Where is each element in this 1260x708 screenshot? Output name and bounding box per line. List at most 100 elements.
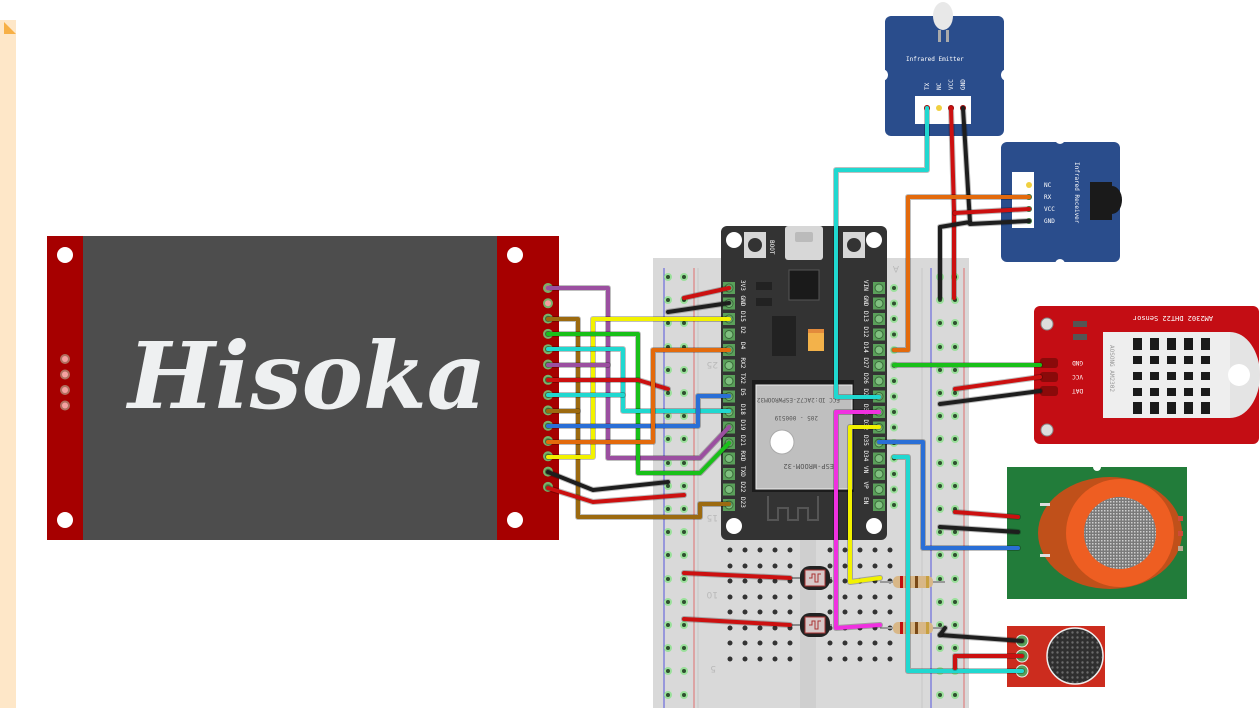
wire-ir-receiver-vcc[interactable]	[953, 207, 1031, 215]
photoresistor-2[interactable]	[792, 613, 832, 637]
bb-hole[interactable]	[757, 594, 763, 600]
bb-hole[interactable]	[857, 609, 863, 615]
bb-hole[interactable]	[887, 640, 893, 646]
bb-hole[interactable]	[757, 578, 763, 584]
bb-hole[interactable]	[727, 656, 733, 662]
bb-hole[interactable]	[757, 640, 763, 646]
wire-esp-gnd[interactable]	[666, 301, 731, 314]
note-marker[interactable]	[0, 20, 16, 708]
wire-ldr-1-vcc[interactable]	[682, 571, 792, 580]
bb-hole[interactable]	[827, 656, 833, 662]
bb-hole[interactable]	[757, 609, 763, 615]
bb-hole[interactable]	[757, 563, 763, 569]
bb-hole[interactable]	[787, 640, 793, 646]
bb-hole[interactable]	[842, 640, 848, 646]
bb-hole[interactable]	[727, 609, 733, 615]
wire-lcd-green[interactable]	[546, 332, 731, 475]
wire-ldr-2[interactable]	[834, 410, 882, 630]
bb-hole[interactable]	[772, 563, 778, 569]
bb-hole[interactable]	[872, 563, 878, 569]
bb-hole[interactable]	[857, 656, 863, 662]
bb-hole[interactable]	[827, 563, 833, 569]
dht22-pin[interactable]	[1040, 358, 1058, 368]
bb-hole[interactable]	[857, 640, 863, 646]
bb-hole[interactable]	[742, 547, 748, 553]
resistor-2[interactable]	[880, 622, 945, 634]
bb-hole[interactable]	[842, 609, 848, 615]
bb-hole[interactable]	[787, 594, 793, 600]
bb-hole[interactable]	[827, 640, 833, 646]
dht22-pin[interactable]	[1040, 372, 1058, 382]
bb-hole[interactable]	[842, 594, 848, 600]
wire-ir-emitter-vcc[interactable]	[949, 106, 956, 300]
bb-hole[interactable]	[887, 563, 893, 569]
wire-dht-gnd[interactable]	[938, 389, 1042, 406]
bb-hole[interactable]	[887, 656, 893, 662]
bb-hole[interactable]	[742, 578, 748, 584]
bb-hole[interactable]	[872, 609, 878, 615]
wire-ir-emitter-gnd[interactable]	[938, 106, 972, 300]
wire-res-gnd[interactable]	[938, 626, 947, 637]
bb-hole[interactable]	[727, 578, 733, 584]
bb-hole[interactable]	[772, 656, 778, 662]
bb-hole[interactable]	[742, 594, 748, 600]
wire-gas-gnd[interactable]	[938, 525, 1020, 534]
bb-hole[interactable]	[742, 656, 748, 662]
bb-hole[interactable]	[742, 640, 748, 646]
bb-hole[interactable]	[727, 625, 733, 631]
wire-gas-vcc[interactable]	[953, 510, 1020, 519]
bb-hole[interactable]	[857, 547, 863, 553]
bb-hole[interactable]	[842, 656, 848, 662]
wire-lcd-purple-1[interactable]	[546, 286, 731, 460]
bb-hole[interactable]	[757, 656, 763, 662]
bb-hole[interactable]	[772, 547, 778, 553]
esp32-board[interactable]: BOOT FCC ID:2AC7Z-ESPWROOM32 205 - 00051…	[721, 226, 887, 540]
bb-hole[interactable]	[787, 547, 793, 553]
resistor-1[interactable]	[880, 576, 945, 588]
ir-receiver-pin[interactable]	[1026, 182, 1032, 188]
wire-ldr-2-vcc[interactable]	[682, 617, 792, 627]
wire-lcd-yellow[interactable]	[546, 317, 731, 459]
bb-hole[interactable]	[727, 594, 733, 600]
wire-lcd-black[interactable]	[546, 470, 670, 492]
en-button[interactable]	[843, 232, 865, 258]
bb-hole[interactable]	[872, 656, 878, 662]
bb-hole[interactable]	[787, 609, 793, 615]
bb-hole[interactable]	[727, 640, 733, 646]
bb-hole[interactable]	[742, 563, 748, 569]
wire-ldr-1[interactable]	[848, 425, 882, 584]
bb-hole[interactable]	[872, 594, 878, 600]
wire-lcd-blue[interactable]	[546, 394, 731, 428]
bb-hole[interactable]	[842, 578, 848, 584]
bb-hole[interactable]	[887, 594, 893, 600]
bb-hole[interactable]	[827, 594, 833, 600]
bb-hole[interactable]	[887, 547, 893, 553]
bb-hole[interactable]	[787, 656, 793, 662]
bb-hole[interactable]	[827, 547, 833, 553]
bb-hole[interactable]	[757, 625, 763, 631]
dht22-module[interactable]: AM2302 DHT22 Sensor AOSONG AM2302 GNDVCC…	[1034, 306, 1260, 444]
tft-display[interactable]: Hisoka	[47, 236, 559, 540]
wire-ir-receiver-gnd[interactable]	[968, 219, 1031, 226]
wire-esp-3v3[interactable]	[682, 286, 731, 300]
wire-sound-gnd[interactable]	[938, 633, 1024, 643]
wire-lcd-brown-1[interactable]	[546, 317, 731, 519]
bb-hole[interactable]	[787, 563, 793, 569]
bb-hole[interactable]	[857, 594, 863, 600]
bb-hole[interactable]	[857, 563, 863, 569]
bb-hole[interactable]	[772, 625, 778, 631]
bb-hole[interactable]	[842, 563, 848, 569]
bb-hole[interactable]	[842, 547, 848, 553]
bb-hole[interactable]	[827, 609, 833, 615]
bb-hole[interactable]	[872, 640, 878, 646]
wire-sound-vcc[interactable]	[953, 654, 1024, 670]
boot-button[interactable]	[744, 232, 766, 258]
bb-hole[interactable]	[727, 563, 733, 569]
bb-hole[interactable]	[772, 578, 778, 584]
bb-hole[interactable]	[772, 594, 778, 600]
wire-ir-rx[interactable]	[892, 195, 1031, 352]
wire-dht-vcc[interactable]	[953, 375, 1042, 391]
photoresistor-1[interactable]	[792, 566, 832, 590]
